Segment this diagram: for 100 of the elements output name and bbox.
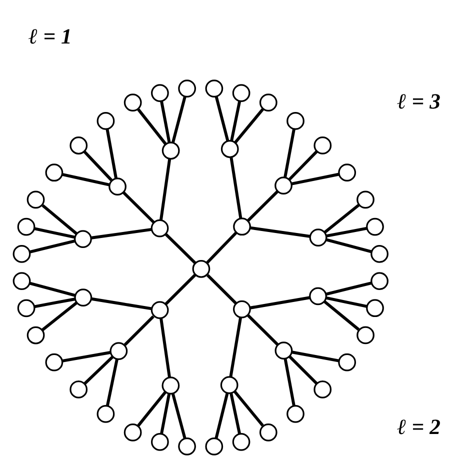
connector xyxy=(288,356,318,385)
node-circle xyxy=(26,190,45,209)
connector xyxy=(83,150,113,182)
connector xyxy=(106,128,118,179)
connector xyxy=(326,282,372,296)
node-circle xyxy=(151,433,169,451)
node-circle xyxy=(259,94,278,112)
connector xyxy=(326,238,372,254)
node-circle xyxy=(370,272,388,290)
node-circle xyxy=(96,112,115,130)
connector xyxy=(91,228,152,240)
label: ℓ = 1 xyxy=(28,24,72,49)
node-circle xyxy=(162,142,180,160)
connector xyxy=(206,232,238,264)
connector xyxy=(172,96,186,143)
connector xyxy=(324,300,360,331)
node-circle xyxy=(178,437,196,456)
connector xyxy=(292,172,340,186)
node-circle xyxy=(45,164,64,182)
node-circle xyxy=(314,136,332,154)
connector xyxy=(284,128,296,178)
node-circle xyxy=(74,288,92,306)
node-circle xyxy=(232,432,250,451)
node-circle xyxy=(232,300,251,318)
connector xyxy=(164,232,196,264)
connector xyxy=(122,192,155,224)
node-circle xyxy=(233,218,251,236)
node-circle xyxy=(124,94,142,112)
node-circle xyxy=(356,190,374,209)
connector xyxy=(30,240,76,254)
connector xyxy=(124,315,154,346)
connector xyxy=(164,274,196,306)
connector xyxy=(214,96,230,142)
connector xyxy=(230,157,242,219)
node-circle xyxy=(259,423,278,442)
connector xyxy=(284,358,296,406)
connector xyxy=(230,101,242,142)
node-circle xyxy=(74,230,92,248)
connector xyxy=(34,298,76,308)
node-circle xyxy=(338,164,356,182)
node-circle xyxy=(220,140,239,158)
connector xyxy=(106,358,118,406)
node-circle xyxy=(12,245,31,263)
node-circle xyxy=(356,326,374,344)
connector xyxy=(246,314,279,346)
connector xyxy=(250,296,310,310)
connector xyxy=(42,302,78,331)
connector xyxy=(91,297,152,310)
connector xyxy=(160,318,171,378)
node-circle xyxy=(70,136,88,154)
connector xyxy=(137,391,167,427)
node-circle xyxy=(220,376,238,394)
connector xyxy=(326,296,368,308)
connector xyxy=(84,356,114,385)
node-circle xyxy=(45,353,64,372)
node-circle xyxy=(178,80,196,98)
connector xyxy=(34,227,75,239)
node-circle xyxy=(338,353,356,372)
connector xyxy=(62,351,110,362)
connector xyxy=(230,393,242,434)
connector xyxy=(288,150,318,180)
node-circle xyxy=(150,219,169,238)
connector xyxy=(214,392,229,439)
connector xyxy=(160,101,171,143)
connector xyxy=(171,393,186,439)
node-circle xyxy=(314,380,332,398)
connector xyxy=(159,158,172,220)
node-circle xyxy=(205,80,224,98)
node-circle xyxy=(96,405,115,423)
connector xyxy=(324,204,360,234)
node-circle xyxy=(309,228,328,246)
connector xyxy=(250,226,310,238)
connector xyxy=(160,394,171,434)
connector xyxy=(137,108,167,145)
node-circle xyxy=(205,438,224,456)
connector xyxy=(234,108,264,144)
label: ℓ = 2 xyxy=(397,414,440,439)
connector xyxy=(247,190,279,222)
connector xyxy=(234,390,264,426)
node-circle xyxy=(274,176,292,194)
connector xyxy=(206,274,237,304)
connector xyxy=(30,282,76,297)
node-circle xyxy=(124,424,142,442)
node-circle xyxy=(286,404,304,423)
label: ℓ = 3 xyxy=(397,90,440,114)
node-circle xyxy=(366,218,384,236)
connector xyxy=(42,204,78,235)
connector xyxy=(292,350,340,362)
node-circle xyxy=(70,380,88,398)
node-circle xyxy=(309,287,327,306)
node-circle xyxy=(232,84,250,102)
node-circle xyxy=(26,326,45,344)
node-circle xyxy=(17,218,36,236)
node-circle xyxy=(150,301,169,319)
node-circle xyxy=(151,84,169,102)
node-circle xyxy=(108,178,126,196)
node-circle xyxy=(192,260,210,278)
connector xyxy=(326,226,368,238)
node-circle xyxy=(274,342,293,360)
node-circle xyxy=(162,376,180,394)
